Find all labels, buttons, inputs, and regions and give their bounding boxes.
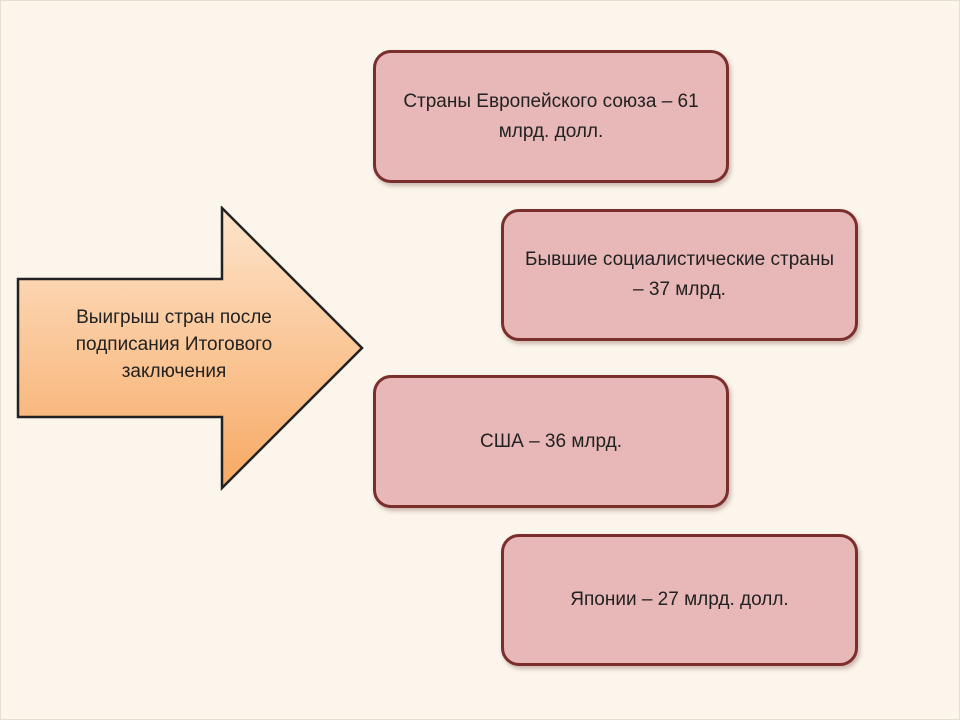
result-box-socialist: Бывшие социалистические страны – 37 млрд… bbox=[501, 209, 858, 341]
arrow-shape bbox=[16, 206, 364, 492]
result-box-eu: Страны Европейского союза – 61 млрд. дол… bbox=[373, 50, 729, 183]
result-box-label: Японии – 27 млрд. долл. bbox=[570, 589, 789, 610]
result-box-usa: США – 36 млрд. bbox=[373, 375, 729, 508]
arrow-label: Выигрыш стран после подписания Итогового… bbox=[75, 307, 273, 382]
result-box-japan: Японии – 27 млрд. долл. bbox=[501, 534, 858, 666]
result-box-label: Страны Европейского союза – 61 млрд. дол… bbox=[403, 90, 699, 142]
source-arrow: Выигрыш стран после подписания Итогового… bbox=[16, 206, 366, 492]
result-box-label: Бывшие социалистические страны – 37 млрд… bbox=[524, 249, 834, 300]
result-box-label: США – 36 млрд. bbox=[480, 430, 622, 452]
